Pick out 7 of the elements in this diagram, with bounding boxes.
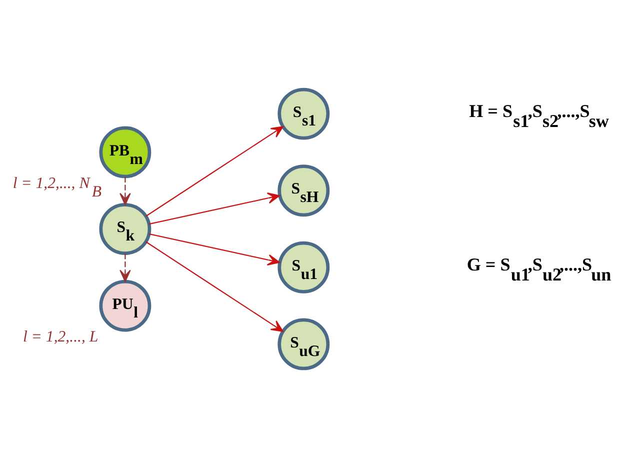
node-label: l = 1,2,..., L — [22, 328, 98, 346]
arrow — [146, 126, 284, 216]
arrow — [146, 240, 284, 332]
arrow — [148, 232, 280, 265]
arrow — [148, 192, 280, 224]
arrow — [120, 176, 131, 205]
arrow — [120, 253, 131, 282]
